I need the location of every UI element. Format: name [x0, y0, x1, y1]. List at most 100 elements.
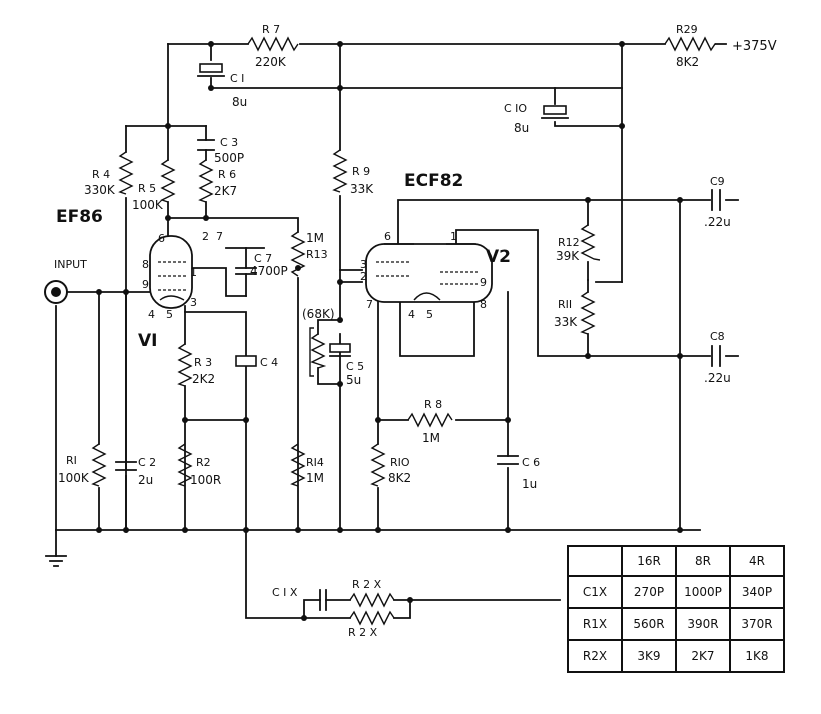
r68k-symbol	[310, 333, 327, 369]
v1-pin-7: 7	[216, 230, 223, 243]
c2-value: 2u	[138, 473, 153, 487]
c5-ref: C 5	[346, 360, 364, 373]
r13-ref: R13	[306, 248, 328, 261]
table-row: C1X 270P 1000P 340P	[567, 575, 785, 609]
c8-value: .22u	[704, 371, 731, 385]
c7-ref: C 7	[254, 252, 272, 265]
r4-symbol	[118, 151, 134, 195]
c8-symbol	[711, 345, 721, 367]
table-row: R1X 560R 390R 370R	[567, 607, 785, 641]
r9-value: 33K	[350, 182, 374, 196]
c9-ref: C9	[710, 175, 725, 188]
v1-pin-1: 1	[190, 266, 197, 279]
c6-symbol	[497, 455, 519, 465]
c7-value: 4700P	[250, 264, 288, 278]
v2-pin-2: 2	[360, 270, 367, 283]
c1-ref: C I	[230, 72, 244, 85]
r13-symbol	[290, 231, 306, 277]
wiring	[45, 43, 739, 619]
c4-ref: C 4	[260, 356, 278, 369]
table-cell: 390R	[675, 607, 731, 641]
table-header-row: 16R 8R 4R	[567, 545, 785, 577]
input-jack	[44, 280, 68, 304]
v2-pin-3: 3	[360, 258, 367, 271]
c8-ref: C8	[710, 330, 725, 343]
capacitors	[115, 63, 721, 611]
table-cell: 560R	[621, 607, 677, 641]
r10-value: 8K2	[388, 471, 411, 485]
r29-symbol	[664, 36, 716, 52]
c3-value: 500P	[214, 151, 244, 165]
r1-symbol	[91, 443, 107, 487]
v1-pin-3: 3	[190, 296, 197, 309]
c2-ref: C 2	[138, 456, 156, 469]
c5-symbol	[329, 343, 351, 353]
r68k-value: (68K)	[302, 307, 335, 321]
table-header-cell: 8R	[675, 545, 731, 577]
resistors	[91, 36, 716, 626]
table-cell: 1000P	[675, 575, 731, 609]
c10-ref: C IO	[504, 102, 527, 115]
c9-value: .22u	[704, 215, 731, 229]
r12-symbol	[580, 224, 601, 261]
v2-type-label: ECF82	[404, 171, 463, 191]
v1-pin-8: 8	[142, 258, 149, 271]
r12-value: 39K	[556, 249, 580, 263]
table-header-cell	[567, 545, 623, 577]
v2-ref-label: V2	[486, 247, 511, 267]
c1-value: 8u	[232, 95, 247, 109]
r8-symbol	[407, 412, 453, 428]
c1x-symbol	[319, 589, 327, 611]
r4-value: 330K	[84, 183, 116, 197]
table-cell: 340P	[729, 575, 785, 609]
c4-symbol	[235, 355, 257, 367]
table-row: R2X 3K9 2K7 1K8	[567, 639, 785, 673]
table-cell: R2X	[567, 639, 623, 673]
r6-value: 2K7	[214, 184, 237, 198]
c10-value: 8u	[514, 121, 529, 135]
c10-symbol	[543, 105, 567, 115]
c1-symbol	[199, 63, 223, 73]
r7-ref: R 7	[262, 23, 280, 36]
r10-ref: RIO	[390, 456, 410, 469]
r11-value: 33K	[554, 315, 578, 329]
r9-symbol	[332, 149, 348, 193]
r8-value: 1M	[422, 431, 440, 445]
r4-ref: R 4	[92, 168, 110, 181]
table-cell: 270P	[621, 575, 677, 609]
v1-pin-5: 5	[166, 308, 173, 321]
c7-symbol	[235, 267, 257, 275]
c3-ref: C 3	[220, 136, 238, 149]
r6-ref: R 6	[218, 168, 236, 181]
v1-type-label: EF86	[56, 207, 103, 227]
r1-value: 100K	[58, 471, 90, 485]
r3-symbol	[177, 343, 193, 387]
supply-voltage-label: +375V	[732, 39, 777, 54]
r68k-bracket	[309, 327, 314, 377]
c1x-ref: C I X	[272, 586, 298, 599]
r5-ref: R 5	[138, 182, 156, 195]
c3-symbol	[197, 139, 215, 151]
v1-pin-4: 4	[148, 308, 155, 321]
r13-value: 1M	[306, 231, 324, 245]
r11-symbol	[580, 291, 596, 335]
v2-pin-1: 1	[450, 230, 457, 243]
tube-v1	[149, 235, 193, 309]
v2-pin-5: 5	[426, 308, 433, 321]
c5-value: 5u	[346, 373, 361, 387]
tube-v2	[365, 243, 493, 303]
r14-symbol	[290, 443, 306, 487]
table-cell: 370R	[729, 607, 785, 641]
input-label: INPUT	[54, 258, 87, 271]
r2-value: 100R	[190, 473, 221, 487]
r12-ref: R12	[558, 236, 580, 249]
v2-pin-6: 6	[384, 230, 391, 243]
r2-ref: R2	[196, 456, 211, 469]
r2x-top-ref: R 2 X	[352, 578, 382, 591]
table-cell: 3K9	[621, 639, 677, 673]
v2-pin-8: 8	[480, 298, 487, 311]
r14-ref: RI4	[306, 456, 324, 469]
r7-symbol	[247, 36, 299, 52]
r7-value: 220K	[255, 55, 287, 69]
c9-symbol	[711, 189, 721, 211]
